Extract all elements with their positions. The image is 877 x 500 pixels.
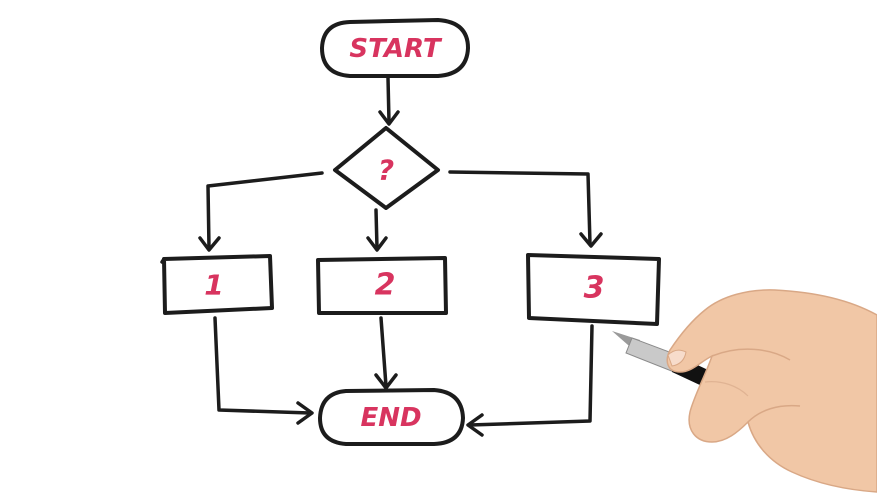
fingernail	[667, 349, 687, 367]
arrow-1-to-end	[213, 316, 314, 425]
arrow-start-to-decision	[378, 76, 400, 126]
box-2-label: 2	[375, 268, 396, 303]
hand	[666, 289, 877, 493]
hand-with-pen-image	[612, 289, 877, 493]
box-1-label: 1	[204, 269, 223, 302]
decision-node: ?	[333, 126, 440, 210]
end-node: END	[318, 388, 465, 446]
box-3-label: 3	[584, 271, 605, 306]
process-box-1: 1	[160, 254, 274, 315]
decision-label: ?	[378, 154, 394, 187]
arrow-2-to-end	[374, 316, 398, 390]
process-box-2: 2	[316, 256, 448, 315]
start-node: START	[320, 18, 470, 78]
end-label: END	[360, 403, 421, 433]
arrow-decision-to-2	[366, 208, 388, 252]
process-box-3: 3	[526, 253, 661, 326]
arrow-decision-to-3	[448, 170, 603, 248]
arrow-3-to-end	[466, 324, 594, 437]
start-label: START	[349, 34, 442, 64]
arrow-decision-to-1	[198, 171, 324, 252]
